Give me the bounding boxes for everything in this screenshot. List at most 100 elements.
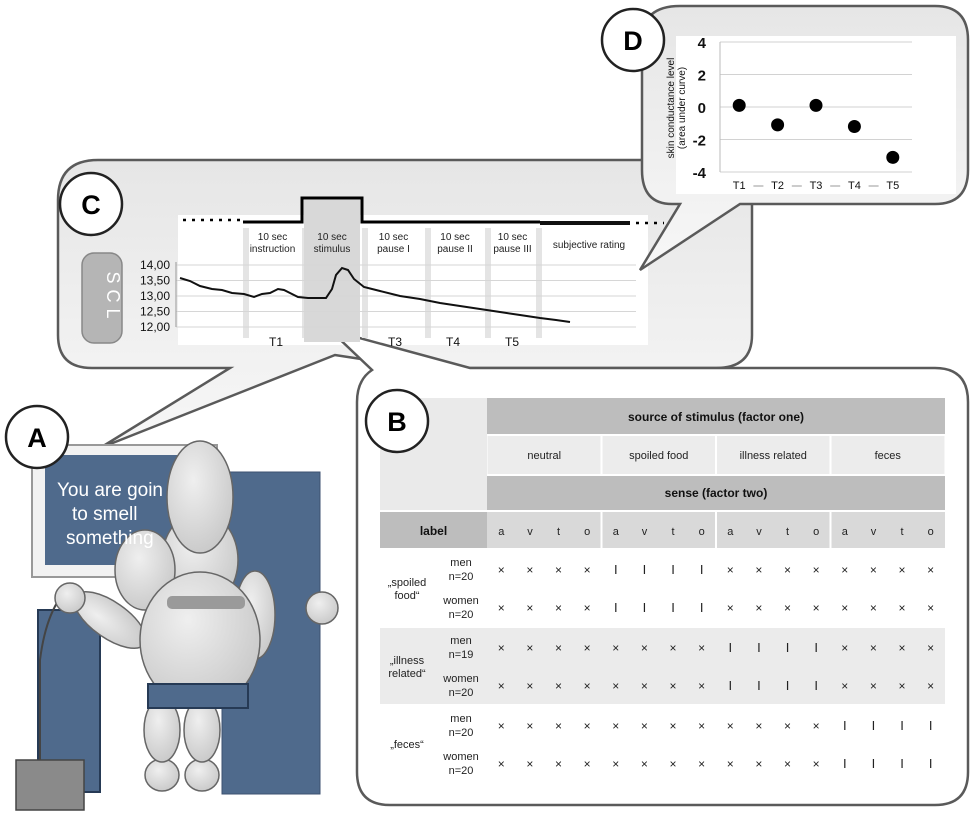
design-cell: × [698, 679, 705, 693]
design-cell: I [929, 756, 933, 771]
design-cell: × [870, 601, 877, 615]
chart-d-y-label: skin conductance level(area under curve) [666, 58, 688, 159]
group-label-line: „feces“ [390, 739, 424, 751]
design-cell: I [700, 600, 704, 615]
subgroup-n: n=20 [449, 765, 474, 777]
design-cell: I [900, 756, 904, 771]
design-cell: I [786, 678, 790, 693]
chart-d-x-tick: T1 [733, 180, 746, 192]
sense-header: t [786, 526, 789, 538]
design-cell: × [927, 679, 934, 693]
phase-name: pause I [377, 244, 410, 255]
label-header: label [420, 524, 447, 538]
design-cell: × [526, 641, 533, 655]
design-cell: × [526, 719, 533, 733]
design-cell: × [899, 601, 906, 615]
design-cell: × [698, 641, 705, 655]
design-cell: × [641, 719, 648, 733]
design-cell: I [929, 718, 933, 733]
design-cell: × [727, 563, 734, 577]
sense-header: v [756, 526, 762, 538]
scene-a: You are goin to smell something [15, 440, 339, 811]
group-bg [380, 628, 945, 704]
design-cell: × [899, 679, 906, 693]
scl-tick-label: 14,00 [140, 258, 170, 272]
design-cell: × [526, 563, 533, 577]
panel-label-a: A [4, 404, 70, 470]
design-cell: × [498, 719, 505, 733]
person-right-hand [305, 591, 339, 625]
design-cell: × [498, 679, 505, 693]
phase-name: instruction [250, 244, 296, 255]
subgroup-n: n=19 [449, 649, 474, 661]
design-cell: I [872, 756, 876, 771]
design-cell: I [643, 562, 647, 577]
design-cell: × [870, 641, 877, 655]
subgroup-n: n=20 [449, 571, 474, 583]
phase-duration: 10 sec [258, 232, 287, 243]
phase-divider [536, 228, 542, 338]
design-cell: × [670, 679, 677, 693]
sense-header: a [613, 526, 620, 538]
design-cell: × [755, 563, 762, 577]
scl-x-label: T1 [269, 335, 283, 349]
design-cell: × [784, 601, 791, 615]
design-cell: × [526, 679, 533, 693]
chart-d-point [732, 98, 746, 112]
design-cell: × [498, 601, 505, 615]
timeline-stimulus-pulse [243, 196, 540, 224]
design-cell: I [843, 718, 847, 733]
design-cell: × [698, 719, 705, 733]
design-cell: × [927, 641, 934, 655]
chart-d-point [771, 118, 785, 132]
label-header-bg [380, 512, 487, 548]
scl-tick-label: 12,00 [140, 320, 170, 334]
sense-header: a [498, 526, 505, 538]
chart-d-y-tick: -4 [693, 165, 707, 182]
person-head [166, 440, 234, 554]
design-cell: × [841, 563, 848, 577]
screen-message-line-1: You are goin [57, 480, 163, 501]
design-cell: × [498, 641, 505, 655]
design-cell: × [584, 757, 591, 771]
design-cell: I [843, 756, 847, 771]
design-cell: × [813, 601, 820, 615]
design-cell: × [813, 719, 820, 733]
phase-name: pause II [437, 244, 473, 255]
phase-name: subjective rating [553, 240, 625, 251]
design-cell: × [641, 679, 648, 693]
design-cell: × [727, 757, 734, 771]
design-cell: I [700, 562, 704, 577]
design-cell: × [813, 563, 820, 577]
source-header: illness related [740, 450, 807, 462]
sense-header: v [527, 526, 533, 538]
design-cell: × [612, 641, 619, 655]
subgroup-sex: men [450, 635, 471, 647]
design-cell: × [612, 757, 619, 771]
design-cell: × [555, 641, 562, 655]
subgroup-sex: women [442, 673, 478, 685]
factor-two-header: sense (factor two) [665, 486, 768, 500]
sense-header: t [557, 526, 560, 538]
design-cell: × [498, 563, 505, 577]
design-cell: × [584, 601, 591, 615]
design-cell: × [584, 719, 591, 733]
design-cell: I [814, 678, 818, 693]
design-cell: × [584, 641, 591, 655]
design-cell: × [899, 563, 906, 577]
design-cell: × [555, 719, 562, 733]
design-cell: × [784, 719, 791, 733]
sense-header: v [642, 526, 648, 538]
